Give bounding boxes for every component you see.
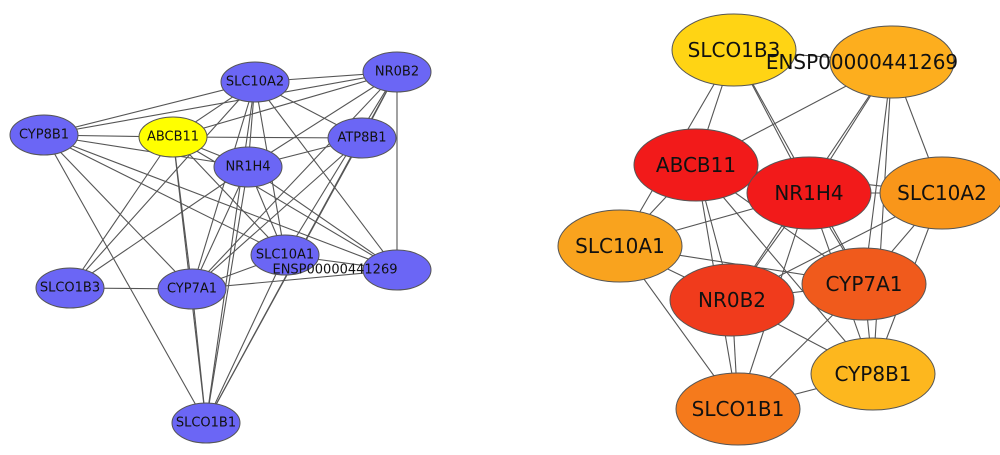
right-node-shape-slco1b3	[671, 13, 797, 87]
right-node-abcb11[interactable]: ABCB11	[633, 128, 759, 202]
right-node-shape-nr1h4	[746, 156, 872, 230]
left-edge-slc10a2-slco1b3	[69, 81, 256, 289]
left-edge-slc10a2-cyp8b1	[43, 81, 256, 136]
left-node-slc10a2[interactable]: SLC10A2	[220, 61, 290, 103]
right-node-label-nr1h4: NR1H4	[774, 181, 843, 205]
left-node-cyp8b1[interactable]: CYP8B1	[9, 114, 79, 156]
left-edge-slc10a1-slco1b1	[205, 254, 286, 424]
left-node-cyp7a1[interactable]: CYP7A1	[157, 268, 227, 310]
left-node-shape-ensp	[362, 249, 432, 291]
left-edge-nr0b2-nr1h4	[247, 71, 398, 168]
left-node-shape-slc10a2	[220, 61, 290, 103]
left-edge-nr1h4-slco1b3	[69, 166, 249, 289]
left-edge-abcb11-ensp	[172, 136, 398, 271]
left-node-label-abcb11: ABCB11	[147, 130, 199, 145]
right-node-slco1b1[interactable]: SLCO1B1	[675, 372, 801, 446]
right-node-label-slc10a2: SLC10A2	[897, 181, 987, 205]
left-node-label-nr0b2: NR0B2	[375, 65, 419, 80]
left-edge-nr0b2-abcb11	[172, 71, 398, 138]
left-edge-atp8b1-cyp7a1	[191, 137, 363, 290]
left-node-label-slco1b3: SLCO1B3	[40, 281, 100, 296]
left-node-shape-atp8b1	[327, 117, 397, 159]
left-node-shape-cyp7a1	[157, 268, 227, 310]
right-node-shape-slc10a1	[557, 209, 683, 283]
left-node-label-slc10a2: SLC10A2	[226, 75, 284, 90]
left-edge-cyp8b1-slc10a1	[43, 134, 286, 256]
right-edge-ensp-cyp8b1	[872, 61, 893, 375]
left-node-ensp[interactable]: ENSP00000441269	[272, 249, 432, 291]
left-edge-nr1h4-ensp	[247, 166, 398, 271]
right-node-label-cyp7a1: CYP7A1	[825, 272, 902, 296]
left-node-label-ensp: ENSP00000441269	[272, 263, 397, 278]
left-edge-nr1h4-slco1b1	[205, 166, 249, 424]
left-node-label-cyp7a1: CYP7A1	[167, 282, 217, 297]
left-node-atp8b1[interactable]: ATP8B1	[327, 117, 397, 159]
left-node-label-slc10a1: SLC10A1	[256, 248, 314, 263]
left-node-label-slco1b1: SLCO1B1	[176, 416, 236, 431]
left-edge-cyp7a1-slco1b1	[191, 288, 207, 424]
left-edge-cyp8b1-slco1b1	[43, 134, 207, 424]
right-node-cyp8b1[interactable]: CYP8B1	[810, 337, 936, 411]
left-edge-cyp8b1-cyp7a1	[43, 134, 193, 290]
left-edge-nr0b2-slc10a1	[284, 71, 398, 256]
left-node-label-cyp8b1: CYP8B1	[19, 128, 69, 143]
right-node-slc10a2[interactable]: SLC10A2	[879, 156, 1000, 230]
right-edge-abcb11-cyp8b1	[695, 164, 874, 375]
left-node-abcb11[interactable]: ABCB11	[138, 116, 208, 158]
left-edge-abcb11-slc10a1	[172, 136, 286, 256]
left-node-nr0b2[interactable]: NR0B2	[362, 51, 432, 93]
right-node-label-abcb11: ABCB11	[656, 153, 736, 177]
right-node-label-nr0b2: NR0B2	[698, 288, 766, 312]
left-edge-abcb11-slco1b3	[69, 136, 174, 289]
left-node-slco1b3[interactable]: SLCO1B3	[35, 267, 105, 309]
right-node-slco1b3[interactable]: SLCO1B3	[671, 13, 797, 87]
left-node-label-nr1h4: NR1H4	[225, 160, 270, 175]
right-node-label-slco1b3: SLCO1B3	[688, 38, 781, 62]
right-node-label-ensp: ENSP00000441269	[766, 50, 958, 74]
left-edge-nr0b2-cyp8b1	[43, 71, 398, 136]
left-node-shape-nr1h4	[213, 146, 283, 188]
left-node-shape-slco1b3	[35, 267, 105, 309]
right-node-shape-nr0b2	[669, 263, 795, 337]
right-node-label-cyp8b1: CYP8B1	[834, 362, 911, 386]
left-edge-slc10a2-ensp	[254, 81, 398, 271]
left-edge-cyp8b1-ensp	[43, 134, 398, 271]
left-edge-slc10a2-cyp7a1	[191, 81, 256, 290]
right-node-shape-ensp	[829, 25, 955, 99]
left-edge-nr1h4-cyp7a1	[191, 166, 249, 290]
left-edge-nr0b2-cyp7a1	[191, 71, 398, 290]
right-node-shape-abcb11	[633, 128, 759, 202]
right-edge-ensp-cyp7a1	[863, 61, 893, 285]
right-node-shape-slc10a2	[879, 156, 1000, 230]
right-node-shape-slco1b1	[675, 372, 801, 446]
left-node-nr1h4[interactable]: NR1H4	[213, 146, 283, 188]
left-node-label-atp8b1: ATP8B1	[337, 131, 386, 146]
left-node-shape-cyp8b1	[9, 114, 79, 156]
right-node-shape-cyp8b1	[810, 337, 936, 411]
right-node-label-slco1b1: SLCO1B1	[692, 397, 785, 421]
right-node-label-slc10a1: SLC10A1	[575, 234, 665, 258]
left-node-shape-slc10a1	[250, 234, 320, 276]
left-node-slco1b1[interactable]: SLCO1B1	[171, 402, 241, 444]
right-node-nr1h4[interactable]: NR1H4	[746, 156, 872, 230]
right-node-slc10a1[interactable]: SLC10A1	[557, 209, 683, 283]
right-node-ensp[interactable]: ENSP00000441269	[766, 25, 958, 99]
left-edge-cyp7a1-ensp	[191, 269, 398, 290]
left-node-shape-abcb11	[138, 116, 208, 158]
right-node-nr0b2[interactable]: NR0B2	[669, 263, 795, 337]
right-node-cyp7a1[interactable]: CYP7A1	[801, 247, 927, 321]
left-node-shape-slco1b1	[171, 402, 241, 444]
right-node-shape-cyp7a1	[801, 247, 927, 321]
left-edge-slc10a2-slco1b1	[205, 81, 256, 424]
left-node-slc10a1[interactable]: SLC10A1	[250, 234, 320, 276]
left-node-shape-nr0b2	[362, 51, 432, 93]
